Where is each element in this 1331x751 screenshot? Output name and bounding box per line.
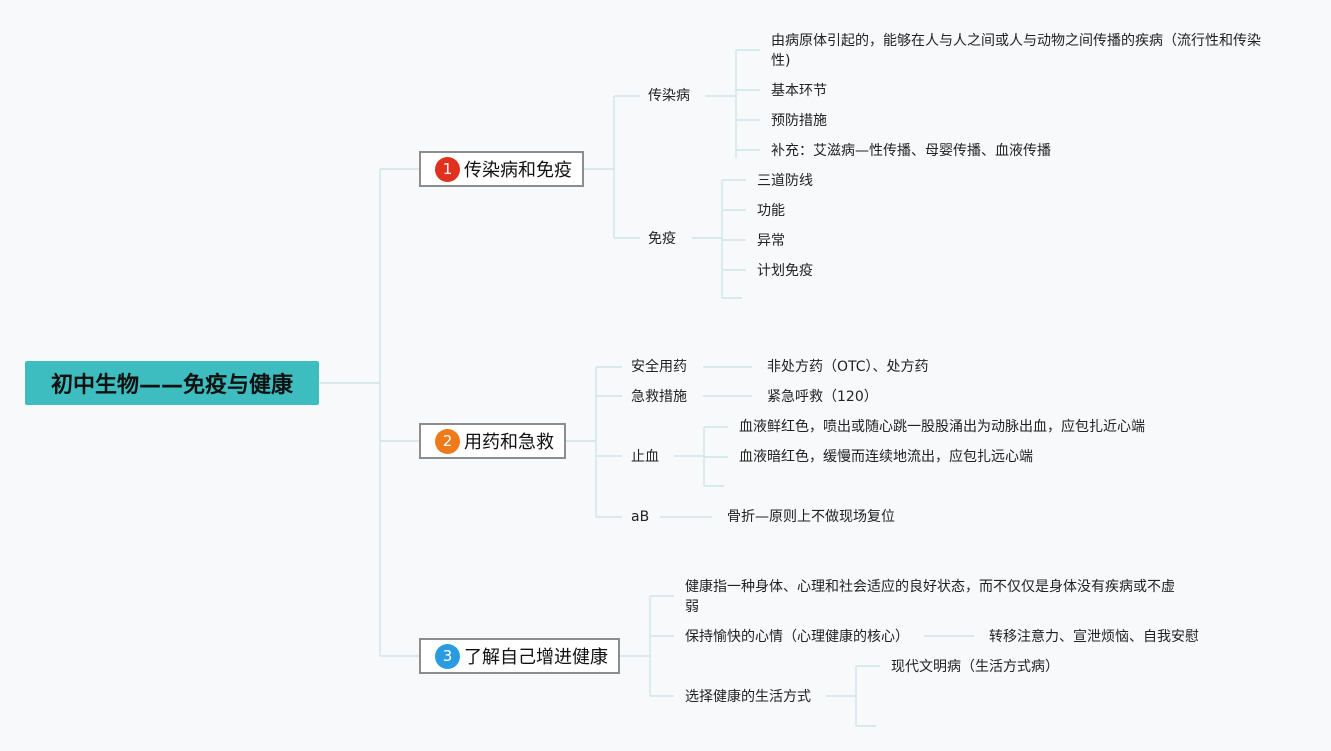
- branch-node-1[interactable]: 1 传染病和免疫: [419, 151, 584, 187]
- leaf-three-defenses[interactable]: 三道防线: [757, 173, 813, 189]
- branch-label: 传染病和免疫: [464, 160, 572, 181]
- branch-node-2[interactable]: 2 用药和急救: [419, 423, 566, 459]
- node-immunity[interactable]: 免疫: [648, 231, 676, 247]
- node-stop-bleeding[interactable]: 止血: [631, 449, 659, 465]
- badge-1-icon: 1: [435, 156, 460, 182]
- leaf-basic-links[interactable]: 基本环节: [771, 83, 827, 99]
- branch-label: 用药和急救: [464, 432, 554, 453]
- leaf-otc[interactable]: 非处方药（OTC）、处方药: [767, 359, 929, 375]
- leaf-abnormal[interactable]: 异常: [757, 233, 785, 249]
- leaf-function[interactable]: 功能: [757, 203, 785, 219]
- leaf-emergency-call[interactable]: 紧急呼救（120）: [767, 389, 878, 405]
- leaf-venous-bleeding[interactable]: 血液暗红色，缓慢而连续地流出，应包扎远心端: [739, 449, 1033, 465]
- node-ab[interactable]: aB: [631, 509, 650, 525]
- leaf-definition[interactable]: 由病原体引起的，能够在人与人之间或人与动物之间传播的疾病（流行性和传染性): [771, 33, 1261, 69]
- badge-2-icon: 2: [435, 428, 460, 454]
- node-infectious-disease[interactable]: 传染病: [648, 88, 690, 104]
- leaf-arterial-bleeding[interactable]: 血液鲜红色，喷出或随心跳一股股涌出为动脉出血，应包扎近心端: [739, 419, 1145, 435]
- leaf-aids-note[interactable]: 补充：艾滋病—性传播、母婴传播、血液传播: [771, 143, 1051, 159]
- node-safe-medication[interactable]: 安全用药: [631, 359, 687, 375]
- node-healthy-lifestyle[interactable]: 选择健康的生活方式: [685, 689, 811, 705]
- leaf-mood-methods[interactable]: 转移注意力、宣泄烦恼、自我安慰: [989, 629, 1199, 645]
- branch-label: 了解自己增进健康: [464, 647, 608, 668]
- leaf-lifestyle-disease[interactable]: 现代文明病（生活方式病）: [891, 659, 1059, 675]
- leaf-planned-immunization[interactable]: 计划免疫: [757, 263, 813, 279]
- leaf-prevention[interactable]: 预防措施: [771, 113, 827, 129]
- node-happy-mood[interactable]: 保持愉快的心情（心理健康的核心）: [685, 629, 909, 645]
- leaf-fracture[interactable]: 骨折—原则上不做现场复位: [727, 509, 895, 525]
- root-node[interactable]: 初中生物——免疫与健康: [25, 361, 319, 405]
- node-health-definition[interactable]: 健康指一种身体、心理和社会适应的良好状态，而不仅仅是身体没有疾病或不虚弱: [685, 579, 1175, 615]
- branch-node-3[interactable]: 3 了解自己增进健康: [419, 638, 620, 674]
- badge-3-icon: 3: [435, 643, 460, 669]
- node-first-aid[interactable]: 急救措施: [631, 389, 687, 405]
